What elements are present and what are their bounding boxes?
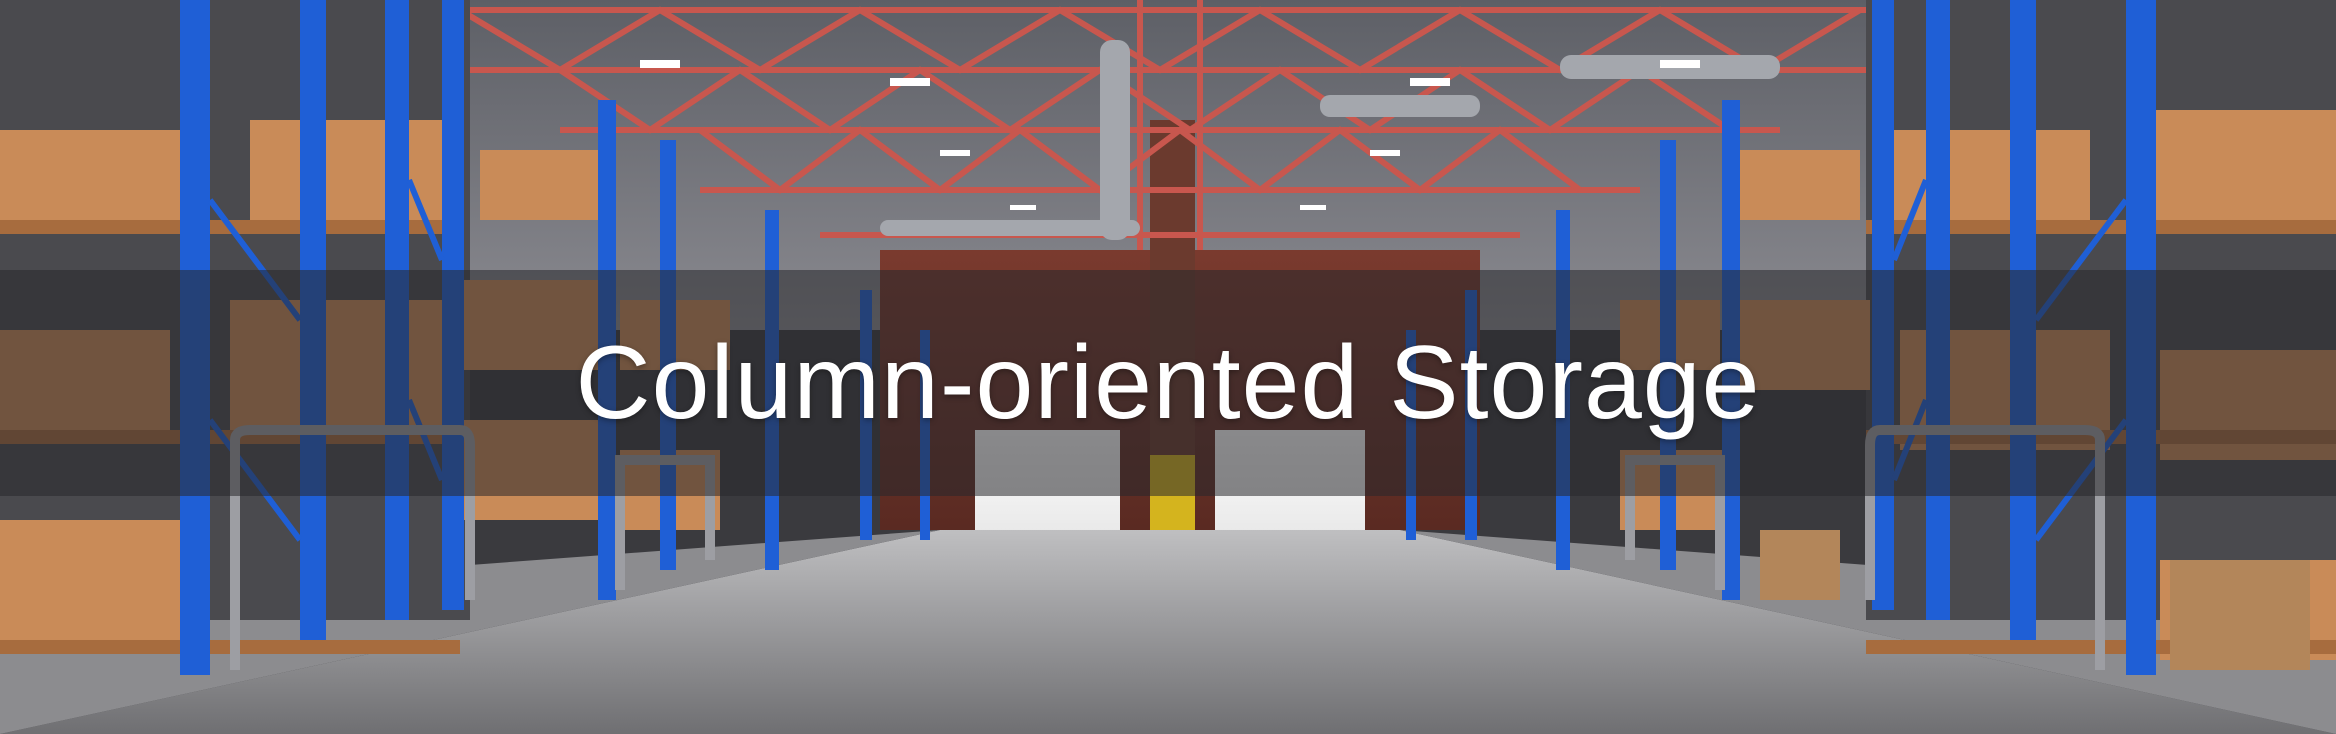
banner-title: Column-oriented Storage — [575, 324, 1761, 441]
floor — [0, 530, 2336, 734]
air-ducts — [880, 40, 1780, 240]
ceiling-lights — [640, 60, 1700, 210]
title-overlay-band — [0, 270, 2336, 496]
floor-right — [1400, 530, 2336, 734]
floor-left — [0, 530, 940, 734]
